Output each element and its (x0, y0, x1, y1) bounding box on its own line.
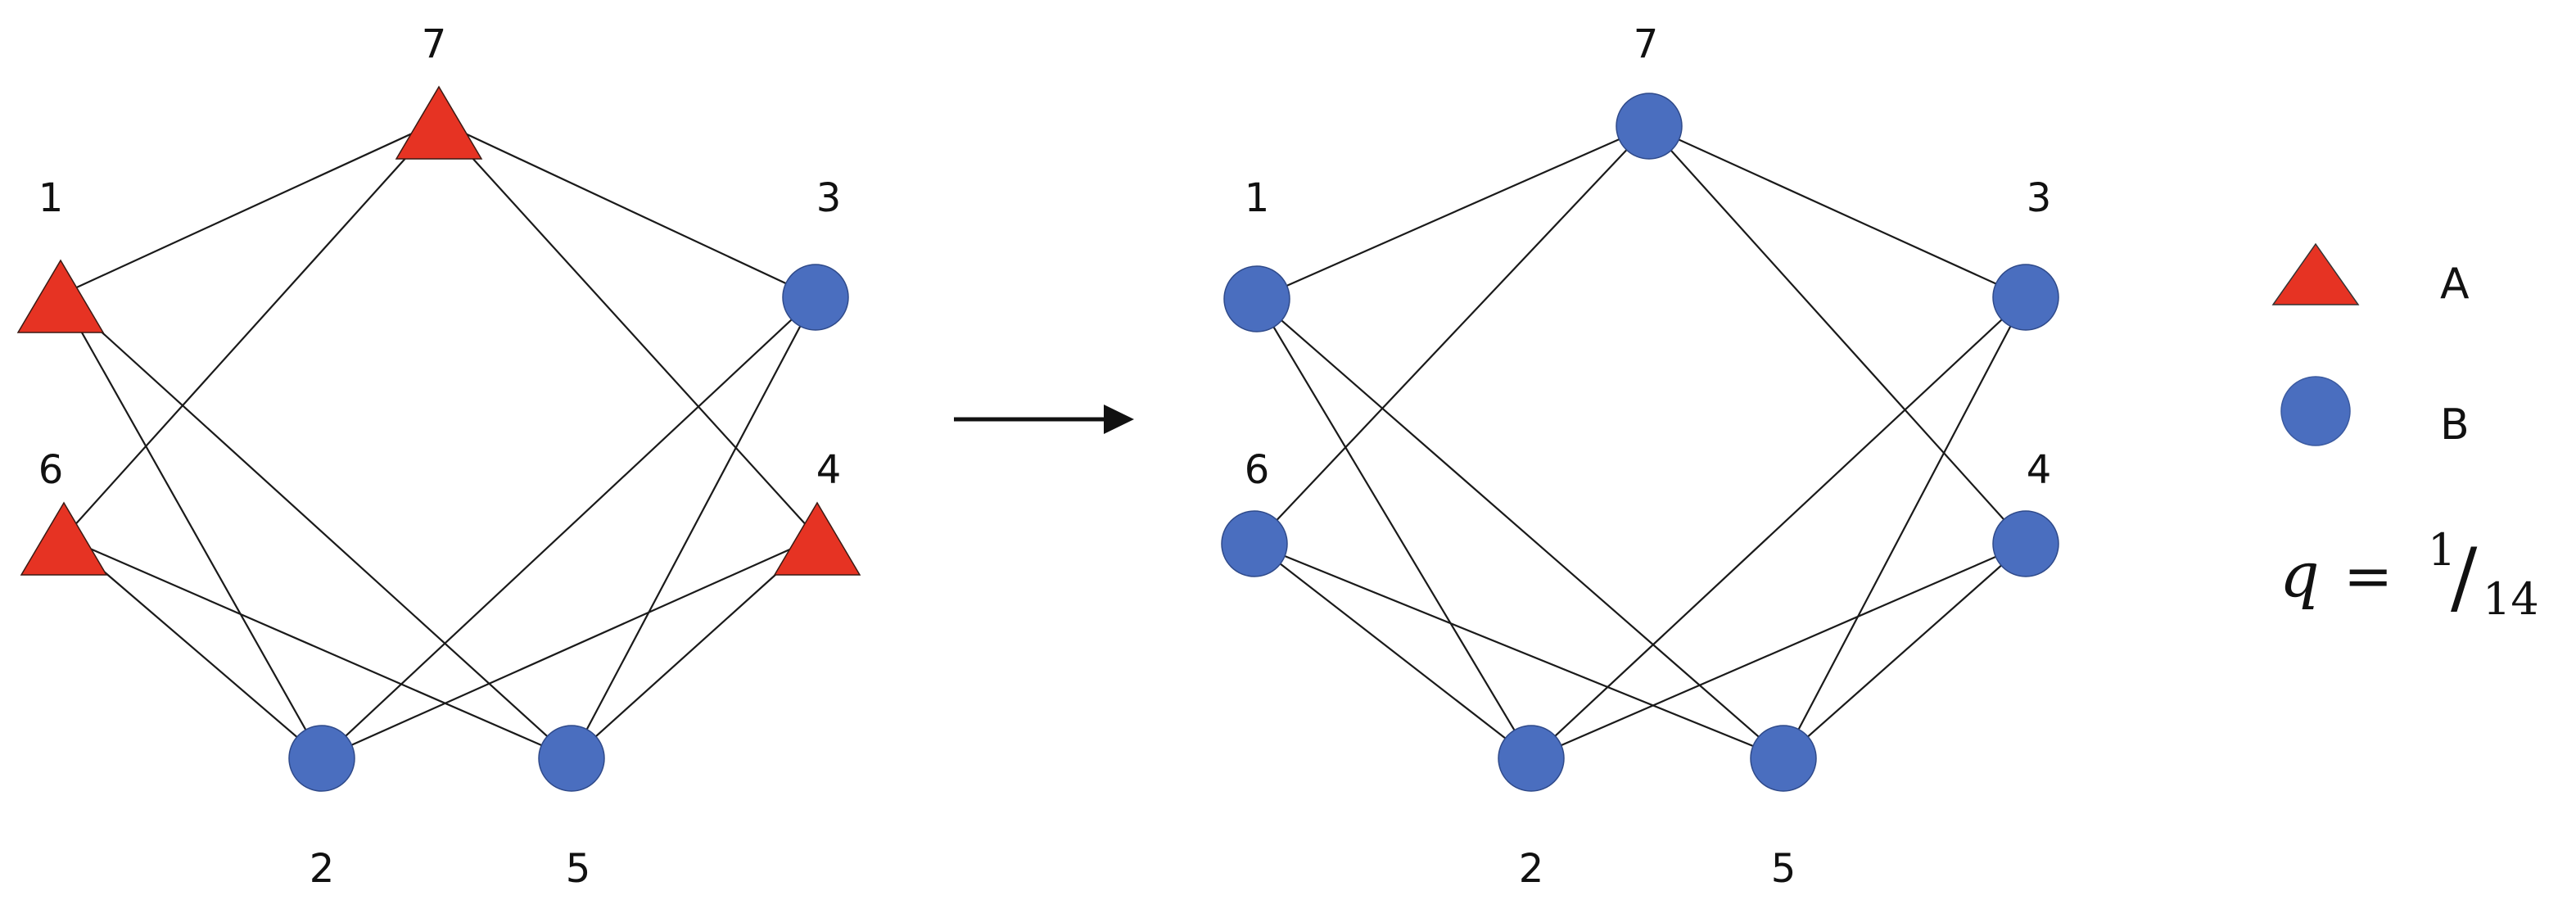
eq-sign: = (2343, 541, 2393, 610)
edge-6-5 (1254, 542, 1784, 760)
node-2-circle-icon (288, 725, 355, 792)
node-label-7: 7 (1634, 21, 1659, 67)
edge-3-2 (1530, 296, 2027, 759)
legend-label-a: A (2440, 260, 2470, 309)
edge-1-2 (60, 294, 323, 759)
node-1-triangle-icon (16, 259, 105, 333)
node-label-2: 2 (310, 846, 335, 892)
edge-1-7 (1256, 124, 1650, 301)
eq-denominator: 14 (2483, 573, 2539, 625)
transition-arrow (954, 405, 1134, 434)
node-label-3: 3 (816, 175, 842, 221)
edge-1-7 (60, 120, 440, 296)
legend-triangle-icon (2271, 242, 2360, 305)
node-3-circle-icon (782, 264, 849, 331)
edge-1-5 (60, 294, 572, 759)
edge-6-5 (63, 536, 572, 760)
node-7-circle-icon (1616, 93, 1683, 160)
node-label-2: 2 (1519, 846, 1544, 892)
edge-7-4 (438, 120, 818, 538)
edge-1-5 (1256, 298, 1784, 759)
edge-4-2 (321, 536, 818, 760)
edge-3-5 (1783, 296, 2027, 759)
edge-7-3 (438, 120, 816, 298)
legend-label-b: B (2440, 400, 2470, 450)
edge-6-2 (1254, 543, 1532, 759)
node-label-7: 7 (422, 21, 447, 67)
eq-var: q (2280, 538, 2320, 611)
edge-3-5 (571, 296, 816, 759)
node-4-circle-icon (1992, 510, 2059, 577)
node-label-5: 5 (566, 846, 591, 892)
legend: A B q = 1 / 14 (2271, 242, 2539, 625)
edge-6-2 (63, 536, 323, 759)
edge-4-2 (1530, 542, 2027, 760)
node-3-circle-icon (1992, 264, 2059, 331)
edge-7-6 (1254, 125, 1650, 545)
legend-circle-icon (2280, 376, 2351, 446)
graph-after: 1 7 3 6 4 2 5 (1221, 21, 2059, 892)
edge-7-6 (63, 120, 440, 538)
node-label-6: 6 (1245, 447, 1270, 493)
node-label-4: 4 (816, 447, 842, 493)
node-7-triangle-icon (395, 85, 483, 160)
node-4-triangle-icon (773, 501, 861, 576)
node-label-3: 3 (2027, 175, 2052, 221)
node-label-6: 6 (38, 447, 64, 493)
node-2-circle-icon (1498, 725, 1565, 792)
node-5-circle-icon (1750, 725, 1817, 792)
q-equation: q = 1 / 14 (2280, 524, 2539, 625)
node-label-1: 1 (1245, 175, 1270, 221)
edge-3-2 (321, 296, 816, 759)
node-6-circle-icon (1221, 510, 1288, 577)
node-1-circle-icon (1223, 265, 1290, 332)
edge-7-4 (1648, 125, 2027, 545)
node-5-circle-icon (538, 725, 605, 792)
node-label-1: 1 (38, 175, 64, 221)
node-label-4: 4 (2027, 447, 2052, 493)
graph-before: 1 7 3 6 4 2 5 (16, 21, 861, 892)
node-6-triangle-icon (20, 501, 108, 576)
eq-numerator: 1 (2428, 524, 2456, 576)
node-label-5: 5 (1771, 846, 1796, 892)
eq-slash: / (2451, 531, 2478, 623)
edge-1-2 (1256, 298, 1532, 759)
edge-7-3 (1648, 124, 2027, 299)
edge-4-5 (1783, 543, 2027, 759)
